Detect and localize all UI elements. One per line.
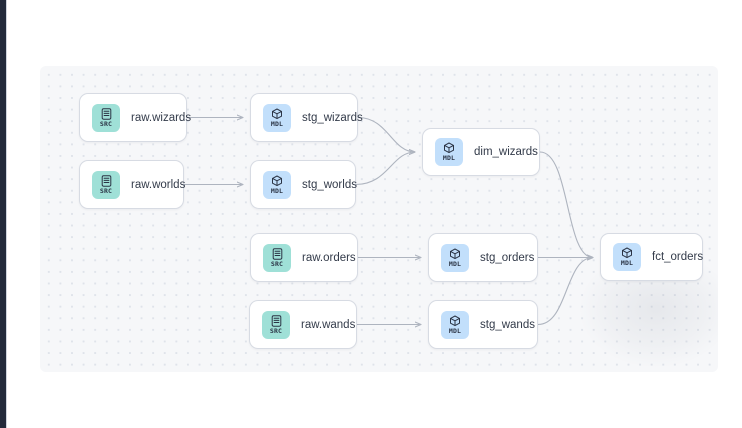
lineage-node-raw-wizards[interactable]: SRC raw.wizards (79, 93, 191, 142)
lineage-node-raw-wands[interactable]: SRC raw.wands (249, 300, 357, 349)
database-icon (272, 248, 282, 260)
badge-kind-label: MDL (270, 186, 284, 195)
source-badge-raw-wands: SRC (262, 310, 290, 339)
cube-icon (622, 247, 632, 259)
database-icon (101, 175, 111, 187)
badge-kind-label: MDL (448, 326, 462, 335)
lineage-node-label: fct_orders (652, 251, 704, 263)
model-badge-stg-orders: MDL (441, 243, 469, 272)
lineage-node-label: raw.wizards (131, 111, 192, 124)
edge-dim-wizards-to-fct-orders (539, 151, 593, 258)
app-navigation-rail[interactable] (0, 0, 6, 428)
model-badge-stg-wizards: MDL (263, 103, 291, 132)
edge-stg-worlds-to-dim-wizards (355, 152, 415, 186)
cube-icon (450, 315, 460, 326)
badge-kind-label: SRC (269, 326, 283, 335)
source-badge-raw-wizards: SRC (92, 103, 120, 132)
model-badge-dim-wizards: MDL (435, 138, 463, 166)
badge-kind-label: MDL (442, 154, 456, 163)
edge-stg-wizards-to-dim-wizards (357, 116, 415, 153)
cube-icon (450, 248, 460, 259)
badge-kind-label: MDL (620, 259, 634, 268)
source-badge-raw-worlds: SRC (92, 170, 120, 199)
app-rail-divider (6, 0, 7, 428)
badge-kind-label: SRC (99, 186, 113, 195)
lineage-node-label: stg_wizards (302, 111, 363, 124)
lineage-node-label: raw.worlds (131, 178, 186, 191)
badge-kind-label: SRC (99, 119, 113, 128)
source-badge-raw-orders: SRC (263, 243, 291, 272)
lineage-node-label: stg_wands (480, 318, 535, 331)
model-badge-fct-orders: MDL (613, 243, 641, 271)
model-badge-stg-worlds: MDL (263, 170, 291, 199)
lineage-node-label: stg_orders (480, 251, 535, 264)
lineage-node-stg-worlds[interactable]: MDL stg_worlds (250, 160, 357, 209)
edge-stg-wands-to-fct-orders (537, 258, 593, 326)
lineage-node-raw-orders[interactable]: SRC raw.orders (250, 233, 358, 282)
cube-icon (444, 142, 454, 154)
lineage-graph-canvas[interactable]: SRC raw.wizards SRC raw.worlds SRC (40, 66, 718, 372)
database-icon (101, 108, 111, 120)
model-badge-stg-wands: MDL (441, 310, 469, 339)
lineage-node-raw-worlds[interactable]: SRC raw.worlds (79, 160, 186, 209)
lineage-node-label: stg_worlds (302, 178, 357, 191)
lineage-node-stg-wands[interactable]: MDL stg_wands (428, 300, 538, 349)
badge-kind-label: MDL (448, 259, 462, 268)
badge-kind-label: MDL (270, 119, 284, 128)
database-icon (271, 315, 281, 327)
lineage-node-label: raw.orders (302, 251, 356, 264)
lineage-node-fct-orders[interactable]: MDL fct_orders (600, 233, 703, 281)
lineage-node-stg-orders[interactable]: MDL stg_orders (428, 233, 538, 282)
lineage-node-stg-wizards[interactable]: MDL stg_wizards (250, 93, 363, 142)
lineage-node-label: dim_wizards (474, 146, 538, 158)
cube-icon (272, 108, 282, 119)
badge-kind-label: SRC (270, 259, 284, 268)
lineage-node-label: raw.wands (301, 318, 356, 331)
cube-icon (272, 175, 282, 186)
lineage-node-dim-wizards[interactable]: MDL dim_wizards (422, 128, 540, 176)
